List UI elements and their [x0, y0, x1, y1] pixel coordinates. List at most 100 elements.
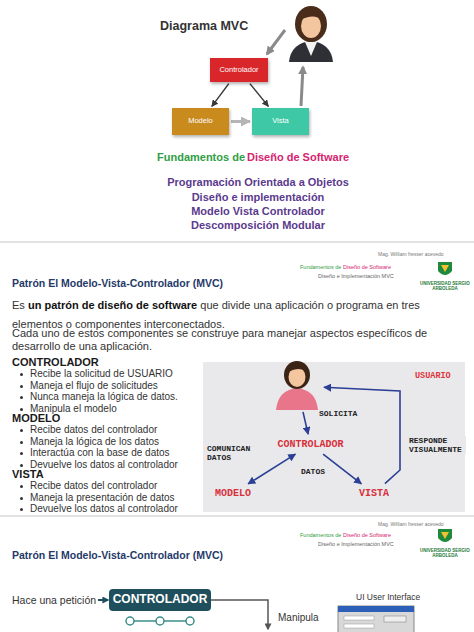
window-frame [338, 606, 414, 632]
connector-arrow [303, 412, 308, 434]
text-label: Fundamentos de [157, 151, 245, 164]
text-label: Cada uno de estos componentes se constru… [12, 327, 462, 353]
text-label: Diseño e implementación [137, 191, 379, 204]
figure-body [276, 388, 318, 410]
bullet-item: Maneja la presentación de datos [30, 492, 175, 504]
university-logo [438, 529, 452, 542]
component-label: VISTA [354, 485, 394, 502]
text-label: Hace una petición [12, 594, 96, 607]
text-label: Patrón El Modelo-Vista-Controlador (MVC) [12, 549, 223, 562]
edge-label: RESPONDE VISUALMENTE [408, 436, 466, 454]
component-label: CONTROLADOR [268, 436, 353, 453]
edge-label: COMUNICAN DATOS [206, 444, 264, 462]
icon-dot [156, 617, 164, 625]
node-text: USUARIO [415, 372, 451, 381]
manipulate-line [211, 600, 268, 629]
node-text: CONTROLADOR [277, 439, 343, 450]
icon-dot [126, 617, 134, 625]
text-label: UNIVERSIDAD SERGIO ARBOLEDA [418, 548, 472, 559]
bullet-item: Interactúa con la base de datos [30, 447, 170, 459]
slide-separator [0, 241, 474, 243]
figure-fringe [300, 13, 322, 20]
figure-face [289, 367, 306, 387]
window-field [344, 616, 374, 620]
bullet-item: Recibe datos del controlador [30, 424, 157, 436]
text-label: Descomposición Modular [137, 219, 379, 232]
process-box: CONTROLADOR [109, 589, 212, 611]
text-label: Programación Orientada a Objetos [137, 176, 379, 189]
connector-arrow [250, 84, 269, 107]
logo-mark [441, 265, 449, 272]
figure-shirt [305, 42, 317, 56]
response-arrow [301, 67, 303, 106]
body-paragraph: Esun patrón de diseño de softwareque div… [12, 294, 462, 332]
figure-hair [295, 6, 327, 42]
node-text: Vista [272, 117, 289, 125]
icon-line [164, 620, 186, 622]
text-label: MODELO [12, 412, 60, 425]
bullet-item: Maneja la lógica de los datos [30, 436, 159, 448]
text-label: Fundamentos de [300, 264, 341, 271]
logo-shield [438, 262, 452, 275]
bullet-item: Recibe datos del controlador [30, 480, 157, 492]
connector-arrow [212, 84, 229, 107]
text-label: CONTROLADOR [12, 356, 99, 369]
logo-shield [438, 529, 452, 542]
body-text: Es [12, 299, 25, 311]
text-label: Diseño de Software [247, 151, 349, 164]
text-label: UI User Interface [356, 592, 420, 602]
node-text: Controlador [219, 66, 258, 74]
process-box: Modelo [172, 108, 229, 135]
request-arrow [98, 599, 108, 601]
bullet-item: Devuelve los datos al controlador [30, 459, 178, 471]
user-node: USUARIO [272, 362, 322, 410]
node-text: CONTROLADOR [113, 593, 208, 606]
figure-face [301, 14, 321, 38]
text-label: Diseño e Implementación MVC [318, 541, 394, 548]
text-label: Mag. William fresser acevedo [378, 251, 444, 257]
bullet-item: Maneja el flujo de solicitudes [30, 380, 158, 392]
image-panel [203, 362, 465, 512]
flow-icon [126, 617, 194, 625]
text-label: Mag. William fresser acevedo [378, 521, 444, 527]
connector-arrow [231, 120, 250, 123]
diagram-title: Diagrama MVC [160, 19, 248, 34]
window-screenshot [338, 606, 414, 632]
bullet-item: Nunca maneja la lógica de datos. [30, 391, 178, 403]
connector-arrow [323, 454, 361, 484]
edge-label: DATOS [300, 467, 326, 476]
node-text: MODELO [215, 488, 251, 499]
window-titlebar [338, 606, 414, 612]
text-label: Modelo Vista Controlador [137, 205, 379, 218]
body-text: un patrón de diseño de software [28, 299, 197, 311]
user-figure [276, 361, 318, 410]
node-text: Modelo [188, 117, 213, 125]
text-label: Manipula [278, 612, 319, 624]
text-label: Fundamentos de [300, 532, 341, 539]
edge-label: SOLICITA [318, 409, 358, 418]
text-label: Patrón El Modelo-Vista-Controlador (MVC) [12, 277, 223, 290]
text-label: UNIVERSIDAD SERGIO ARBOLEDA [418, 281, 472, 292]
university-logo [438, 262, 452, 275]
process-box: Vista [252, 108, 309, 135]
figure-hair [284, 361, 310, 389]
icon-line [134, 620, 156, 622]
bullet-item: Devuelve los datos al controlador [30, 503, 178, 515]
user-figure [289, 6, 333, 62]
figure-fringe [288, 367, 306, 373]
node-text: VISTA [359, 488, 389, 499]
icon-dot [186, 617, 194, 625]
connector-arrow [324, 387, 400, 483]
text-label: Diseño de Software [343, 264, 391, 271]
text-label: VISTA [12, 468, 44, 481]
component-label: MODELO [207, 485, 259, 502]
process-box: Controlador [210, 58, 268, 82]
bullet-item: Recibe la solicitud de USUARIO [30, 368, 173, 380]
text-label: Diseño e Implementación MVC [318, 273, 394, 280]
slide-separator [0, 515, 474, 517]
figure-body [289, 41, 333, 62]
window-field [344, 624, 374, 628]
